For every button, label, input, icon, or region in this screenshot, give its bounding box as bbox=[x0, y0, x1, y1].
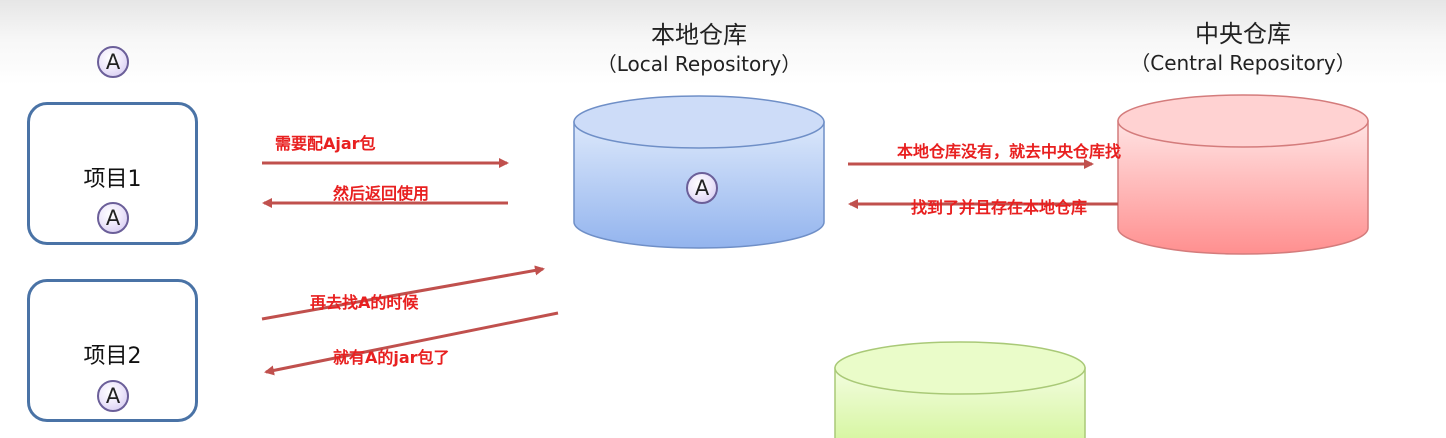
project-2-box: 项目2 bbox=[27, 279, 198, 422]
arrow-already-has-jar bbox=[264, 311, 559, 376]
local-repository-title: 本地仓库 bbox=[651, 21, 747, 49]
project-2-label: 项目2 bbox=[83, 344, 142, 369]
local-repository-heading: 本地仓库 （Local Repository） bbox=[574, 20, 824, 78]
central-repository-cylinder bbox=[1117, 94, 1369, 255]
central-repository-subtitle: （Central Repository） bbox=[1130, 51, 1356, 75]
artifact-badge-top: A bbox=[97, 46, 129, 78]
artifact-badge-project-1: A bbox=[97, 202, 129, 234]
label-search-again: 再去找A的时候 bbox=[310, 293, 419, 312]
label-return-use: 然后返回使用 bbox=[333, 184, 430, 203]
remote-repository-cylinder bbox=[834, 341, 1086, 438]
label-fetch-from-central: 本地仓库没有，就去中央仓库找 bbox=[897, 142, 1122, 161]
project-1-label: 项目1 bbox=[83, 167, 142, 192]
label-request-jar: 需要配Ajar包 bbox=[275, 134, 376, 153]
artifact-badge-project-2: A bbox=[97, 380, 129, 412]
label-store-locally: 找到了并且存在本地仓库 bbox=[911, 198, 1088, 217]
local-repository-subtitle: （Local Repository） bbox=[596, 52, 802, 76]
central-repository-title: 中央仓库 bbox=[1195, 20, 1291, 48]
label-already-has-jar: 就有A的jar包了 bbox=[333, 348, 450, 367]
arrow-search-again bbox=[261, 265, 545, 321]
central-repository-heading: 中央仓库 （Central Repository） bbox=[1128, 19, 1358, 77]
artifact-badge-local-repository: A bbox=[686, 172, 718, 204]
